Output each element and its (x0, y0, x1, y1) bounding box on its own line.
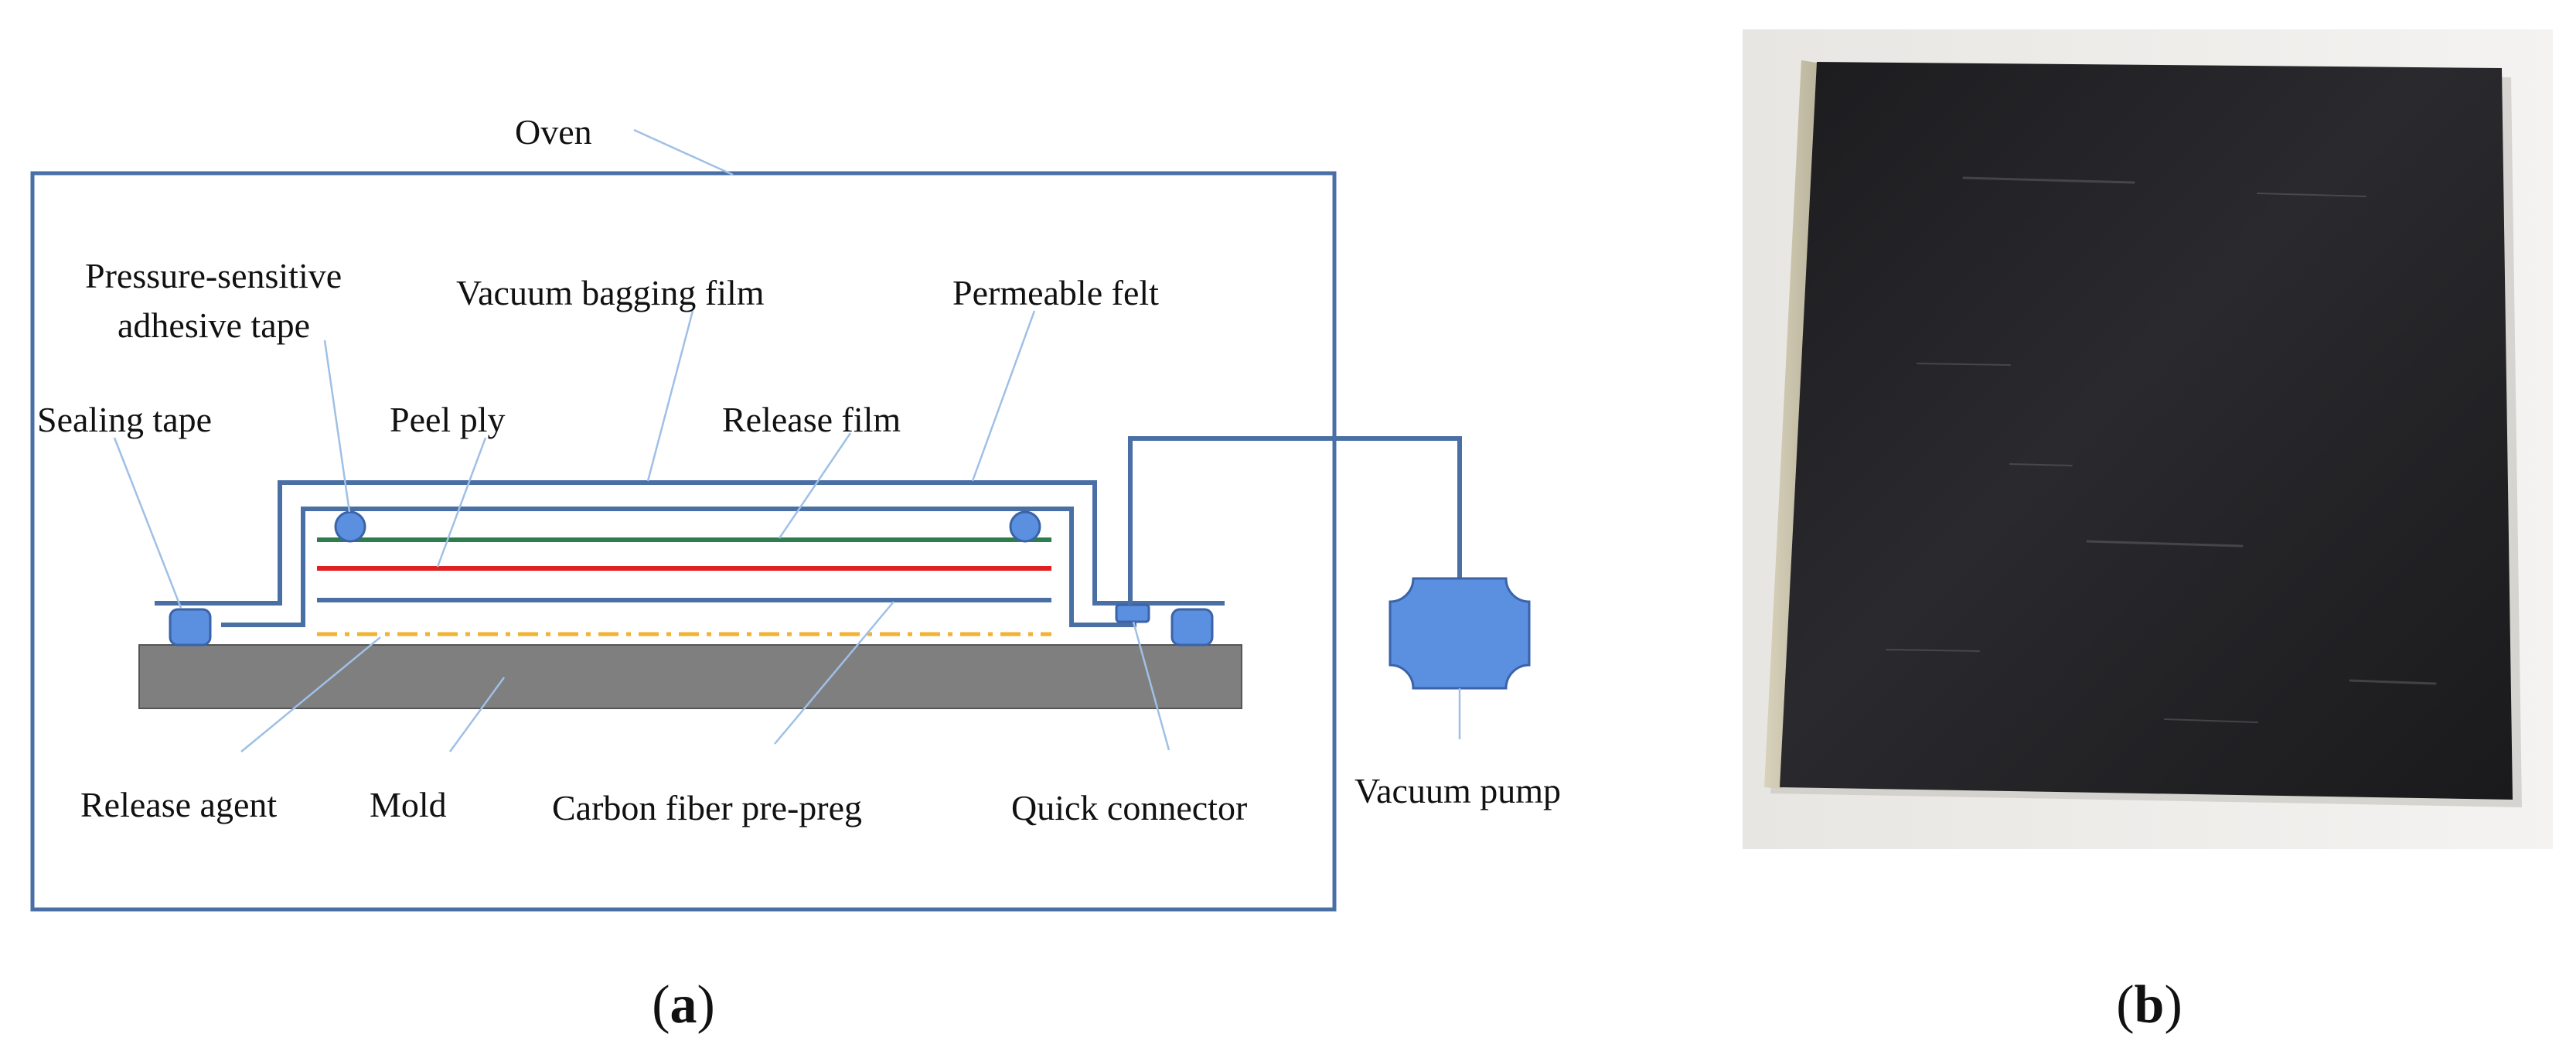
carbon-fiber-plate (1780, 62, 2513, 800)
mold-label: Mold (370, 785, 447, 824)
panel-label-b-letter: b (2135, 975, 2165, 1035)
vacuum-pump (1389, 577, 1531, 690)
quick-connector (1115, 603, 1150, 623)
quick-connector-label: Quick connector (1011, 788, 1247, 827)
panel-label-a: (a) (652, 975, 715, 1035)
sealing-tape-right (1170, 608, 1214, 647)
permeable-felt-outline (221, 507, 1136, 627)
mold (138, 644, 1242, 709)
sealing-tape-label: Sealing tape (37, 400, 212, 439)
vacuum-hose (1128, 436, 1462, 605)
pressure-sensitive-label-line1: Pressure-sensitive (85, 256, 342, 295)
release-film-label: Release film (722, 400, 901, 439)
adhesive-tape-right (1009, 510, 1041, 543)
adhesive-tape-left (334, 510, 366, 543)
release-agent-label: Release agent (80, 785, 277, 824)
vacuum-bagging-film-label: Vacuum bagging film (456, 273, 765, 312)
pressure-sensitive-label-line2: adhesive tape (118, 305, 310, 345)
oven-box (30, 171, 1337, 912)
panel-label-b-open: ( (2116, 975, 2134, 1035)
plate-streaks (1886, 176, 2437, 723)
panel-label-b-close: ) (2164, 975, 2182, 1035)
panel-a-schematic: Oven Pressure-sensitive adhesive tape Va… (30, 112, 1561, 1035)
permeable-felt-label: Permeable felt (952, 273, 1159, 312)
panel-label-b: (b) (2116, 975, 2182, 1035)
panel-label-a-letter: a (670, 975, 697, 1035)
peel-ply-label: Peel ply (390, 400, 505, 439)
panel-label-a-open: ( (652, 975, 670, 1035)
carbon-fiber-prepreg-label: Carbon fiber pre-preg (552, 788, 862, 827)
sealing-tape-left (169, 608, 212, 647)
panel-label-a-close: ) (697, 975, 715, 1035)
oven-label: Oven (515, 112, 592, 152)
leader-lines (113, 128, 1461, 752)
panel-b-photo: (b) (1743, 29, 2553, 1035)
vacuum-bagging-film-outline (155, 480, 1225, 606)
vacuum-pump-label: Vacuum pump (1354, 771, 1561, 810)
plate-edge (1764, 60, 1821, 789)
